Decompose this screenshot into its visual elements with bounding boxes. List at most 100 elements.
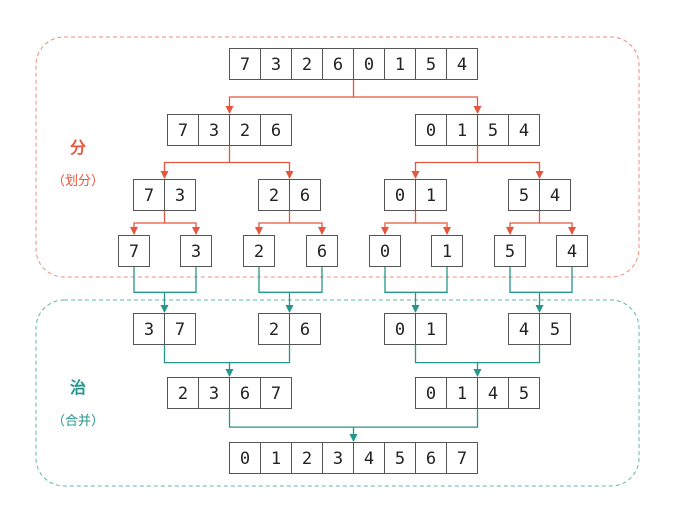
array-cell xyxy=(415,114,447,146)
merge-bracket xyxy=(163,345,291,364)
cell-value: 1 xyxy=(426,320,436,340)
array-cell xyxy=(180,235,212,267)
array-cell xyxy=(353,442,385,474)
cell-value: 7 xyxy=(240,55,250,75)
cell-value: 1 xyxy=(271,449,281,469)
cell-value: 2 xyxy=(269,186,279,206)
split_3-array-4: 0 xyxy=(369,235,401,267)
array-cell xyxy=(198,114,230,146)
array-cell xyxy=(369,235,401,267)
cell-value: 5 xyxy=(395,449,405,469)
array-cell xyxy=(167,114,199,146)
cell-value: 3 xyxy=(271,55,281,75)
array-cell xyxy=(118,235,150,267)
array-cell xyxy=(384,179,416,211)
cell-value: 2 xyxy=(269,320,279,340)
array-cell xyxy=(291,442,323,474)
array-cell xyxy=(260,377,292,409)
cell-value: 6 xyxy=(426,449,436,469)
array-cell xyxy=(415,313,447,345)
divide-arrow xyxy=(381,211,417,235)
cell-value: 2 xyxy=(254,242,264,262)
array-cell xyxy=(306,235,338,267)
split_3-array-6: 5 xyxy=(494,235,526,267)
cell-value: 3 xyxy=(175,186,185,206)
array-cell xyxy=(539,179,571,211)
cell-value: 4 xyxy=(567,242,577,262)
array-cell xyxy=(431,235,463,267)
cell-value: 4 xyxy=(488,384,498,404)
cell-value: 7 xyxy=(144,186,154,206)
array-cell xyxy=(353,48,385,80)
array-cell xyxy=(291,48,323,80)
array-cell xyxy=(289,179,321,211)
array-cell xyxy=(164,313,196,345)
divide-arrow xyxy=(164,222,200,235)
cell-value: 0 xyxy=(240,449,250,469)
array-cell xyxy=(260,48,292,80)
conquer-title: 治 xyxy=(69,378,86,397)
divide-arrow xyxy=(160,146,231,179)
divide-arrow xyxy=(130,211,166,235)
cell-value: 5 xyxy=(505,242,515,262)
cell-value: 4 xyxy=(364,449,374,469)
cell-value: 0 xyxy=(380,242,390,262)
split_3-array-1: 3 xyxy=(180,235,212,267)
array-cell xyxy=(260,114,292,146)
array-cell xyxy=(477,377,509,409)
cell-value: 7 xyxy=(129,242,139,262)
cell-value: 1 xyxy=(395,55,405,75)
divide-arrow xyxy=(415,222,451,235)
cell-value: 3 xyxy=(209,121,219,141)
cell-value: 7 xyxy=(175,320,185,340)
cell-value: 0 xyxy=(426,384,436,404)
cell-value: 6 xyxy=(333,55,343,75)
cell-value: 3 xyxy=(144,320,154,340)
divide-arrow xyxy=(289,222,326,235)
array-cell xyxy=(508,179,540,211)
divide-arrow xyxy=(225,80,355,114)
cell-value: 6 xyxy=(317,242,327,262)
cell-value: 5 xyxy=(488,121,498,141)
array-cell xyxy=(508,313,540,345)
cell-value: 5 xyxy=(426,55,436,75)
array-cell xyxy=(164,179,196,211)
array-cell xyxy=(415,377,447,409)
array-cell xyxy=(415,442,447,474)
array-cell xyxy=(446,377,478,409)
merge-bracket xyxy=(228,409,479,428)
conquer-region xyxy=(35,299,640,487)
merge-bracket xyxy=(384,267,448,293)
cell-value: 4 xyxy=(457,55,467,75)
array-cell xyxy=(384,48,416,80)
cell-value: 7 xyxy=(178,121,188,141)
divide-subtitle: （划分） xyxy=(51,174,104,189)
cell-value: 4 xyxy=(519,121,529,141)
cell-value: 5 xyxy=(519,384,529,404)
array-cell xyxy=(229,377,261,409)
cell-value: 1 xyxy=(426,186,436,206)
cell-value: 3 xyxy=(191,242,201,262)
merge-bracket xyxy=(133,267,197,293)
merge-bracket xyxy=(509,267,573,293)
cell-value: 2 xyxy=(302,449,312,469)
cell-value: 6 xyxy=(271,121,281,141)
array-cell xyxy=(260,442,292,474)
cell-value: 5 xyxy=(519,186,529,206)
array-cell xyxy=(133,313,165,345)
cell-value: 6 xyxy=(300,186,310,206)
array-cell xyxy=(508,377,540,409)
array-cell xyxy=(556,235,588,267)
array-cell xyxy=(446,48,478,80)
array-cell xyxy=(477,114,509,146)
divide-label: 分 （划分） xyxy=(38,134,118,189)
divide-region xyxy=(35,36,640,278)
cell-value: 0 xyxy=(395,320,405,340)
cell-value: 0 xyxy=(426,121,436,141)
